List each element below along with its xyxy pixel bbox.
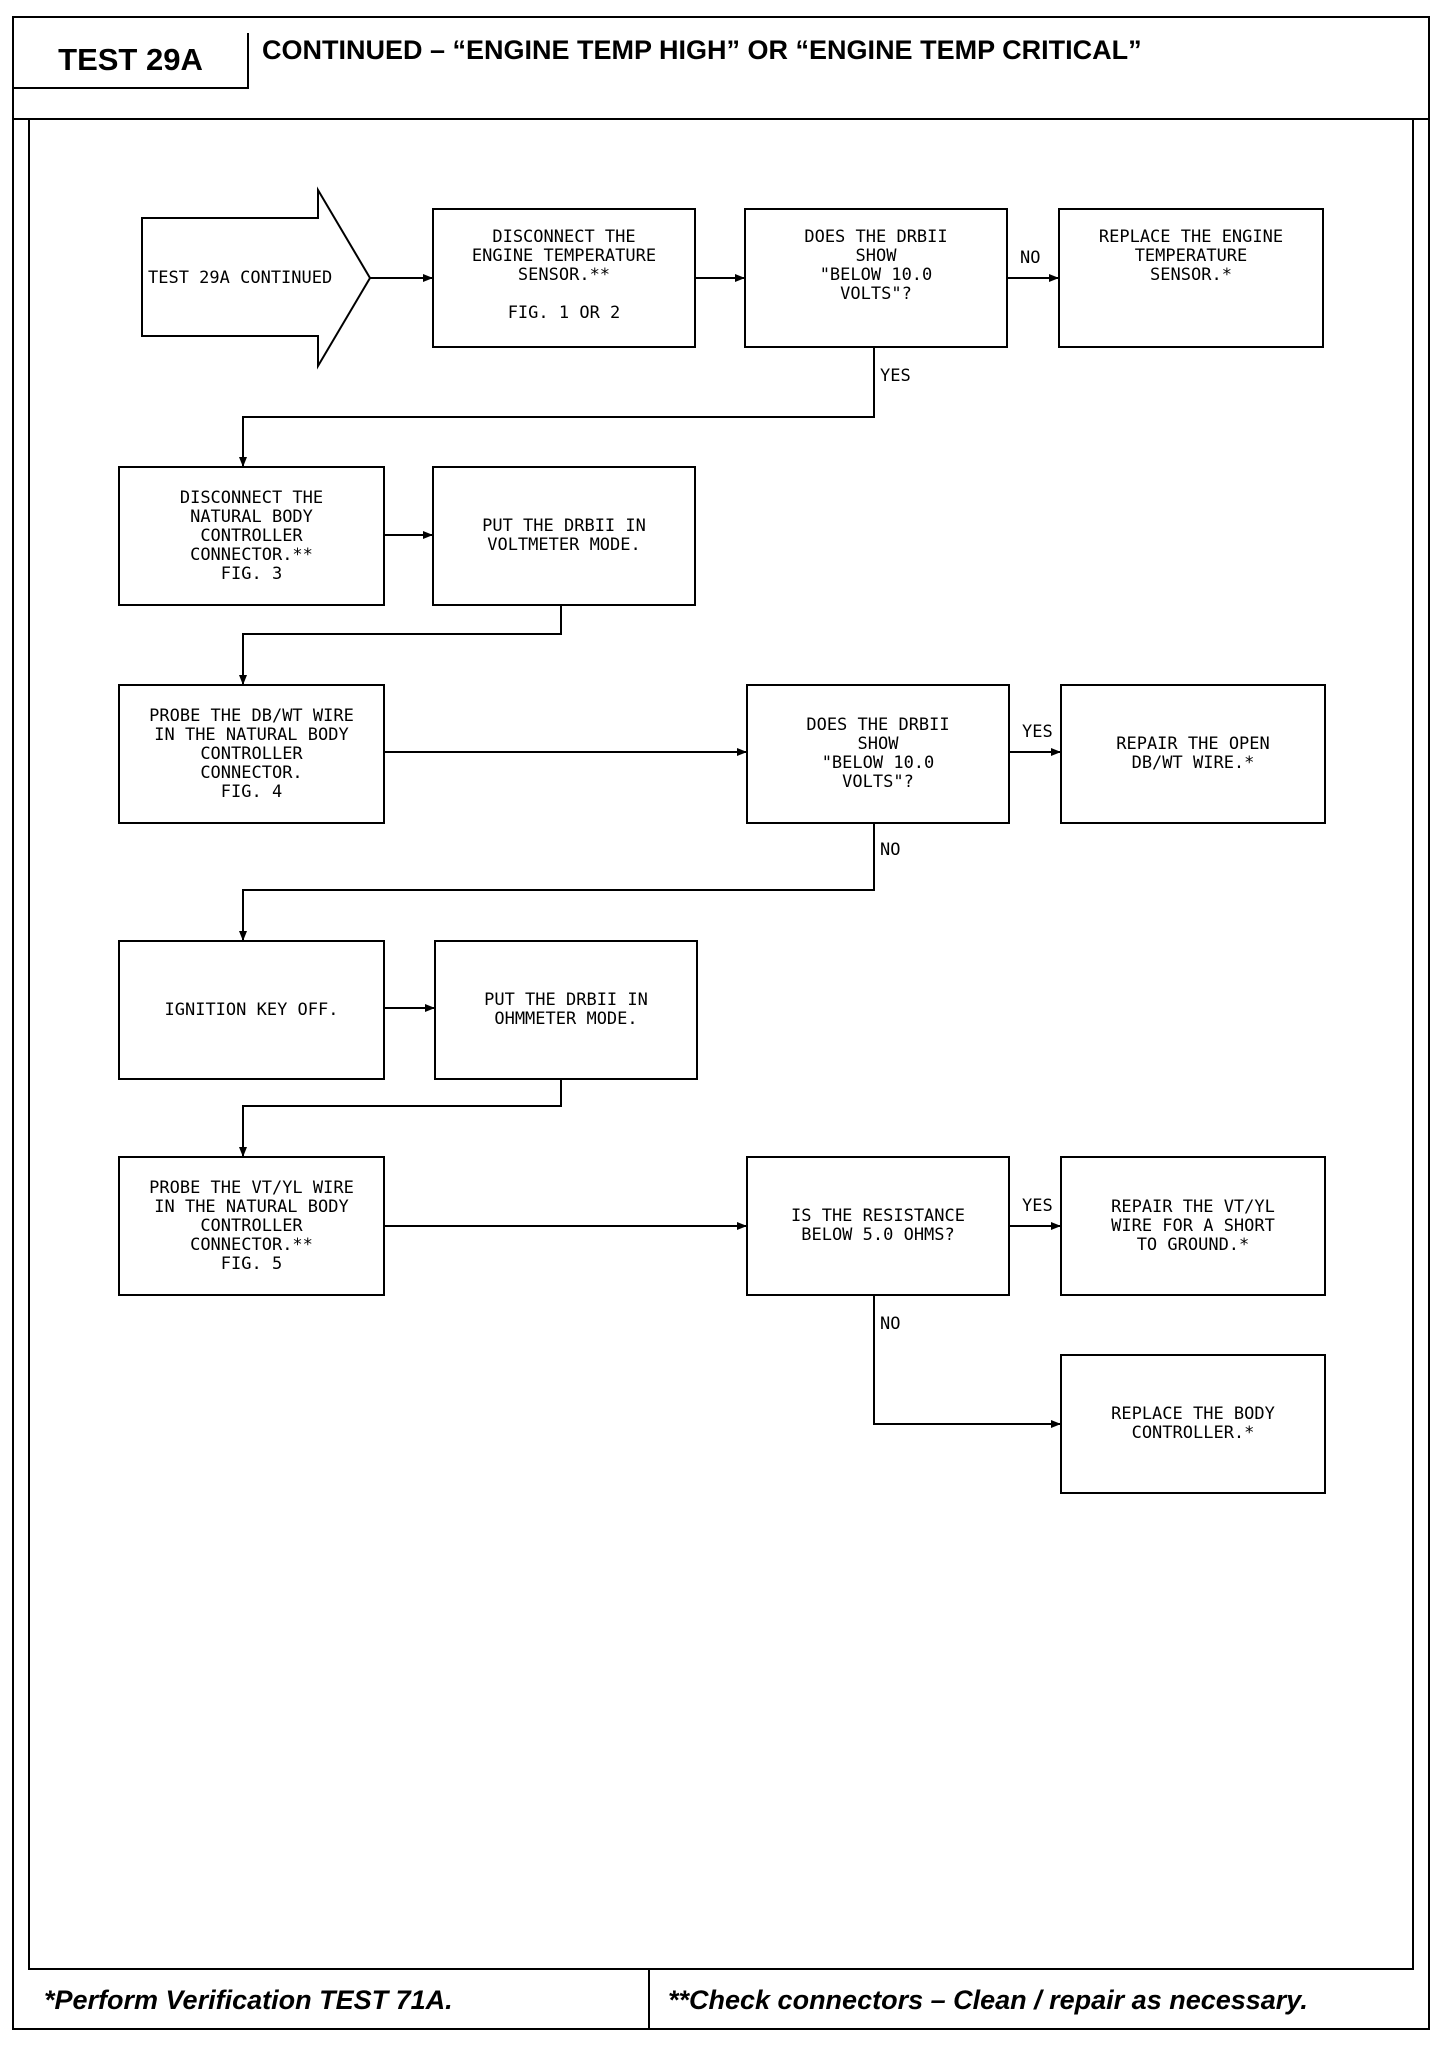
start-arrow-shape: [141, 186, 372, 370]
label-no-2: NO: [880, 840, 901, 860]
step-ohmmeter-mode: PUT THE DRBII IN OHMMETER MODE.: [434, 940, 698, 1080]
label-no-1: NO: [1020, 248, 1041, 268]
decision-volts-2: DOES THE DRBII SHOW "BELOW 10.0 VOLTS"?: [746, 684, 1010, 824]
step-voltmeter-mode: PUT THE DRBII IN VOLTMETER MODE.: [432, 466, 696, 606]
result-replace-controller: REPLACE THE BODY CONTROLLER.*: [1060, 1354, 1326, 1494]
test-number: TEST 29A: [14, 33, 249, 89]
label-yes-2: YES: [1022, 722, 1053, 742]
arrow-d2-no: [239, 822, 875, 941]
header-divider: [12, 118, 1430, 120]
decision-volts-1: DOES THE DRBII SHOW "BELOW 10.0 VOLTS"?: [744, 208, 1008, 348]
footer-separator: [648, 1968, 650, 2030]
step-disconnect-sensor: DISCONNECT THE ENGINE TEMPERATURE SENSOR…: [432, 208, 696, 348]
result-replace-sensor: REPLACE THE ENGINE TEMPERATURE SENSOR.*: [1058, 208, 1324, 348]
start-label: TEST 29A CONTINUED: [148, 268, 333, 288]
step-ignition-off: IGNITION KEY OFF.: [118, 940, 385, 1080]
label-no-3: NO: [880, 1314, 901, 1334]
page-frame: [12, 16, 1430, 2030]
footer-divider: [28, 1968, 1414, 1970]
step-probe-vtyl: PROBE THE VT/YL WIRE IN THE NATURAL BODY…: [118, 1156, 385, 1296]
arrow-b3-to-b4: [239, 604, 562, 685]
result-repair-vtyl: REPAIR THE VT/YL WIRE FOR A SHORT TO GRO…: [1060, 1156, 1326, 1296]
result-repair-dbwt: REPAIR THE OPEN DB/WT WIRE.*: [1060, 684, 1326, 824]
arrow-d1-yes: [239, 348, 875, 467]
decision-resistance: IS THE RESISTANCE BELOW 5.0 OHMS?: [746, 1156, 1010, 1296]
arrow-b6-to-b7: [239, 1078, 562, 1157]
arrow-d3-no: [873, 1296, 1061, 1428]
step-probe-dbwt: PROBE THE DB/WT WIRE IN THE NATURAL BODY…: [118, 684, 385, 824]
label-yes-3: YES: [1022, 1196, 1053, 1216]
footer-verification-note: *Perform Verification TEST 71A.: [44, 1984, 453, 2015]
page-title: CONTINUED – “ENGINE TEMP HIGH” OR “ENGIN…: [262, 35, 1142, 65]
diagram-area: [28, 118, 1414, 1970]
footer-connector-note: **Check connectors – Clean / repair as n…: [668, 1984, 1308, 2015]
step-disconnect-connector: DISCONNECT THE NATURAL BODY CONTROLLER C…: [118, 466, 385, 606]
label-yes-1: YES: [880, 366, 911, 386]
